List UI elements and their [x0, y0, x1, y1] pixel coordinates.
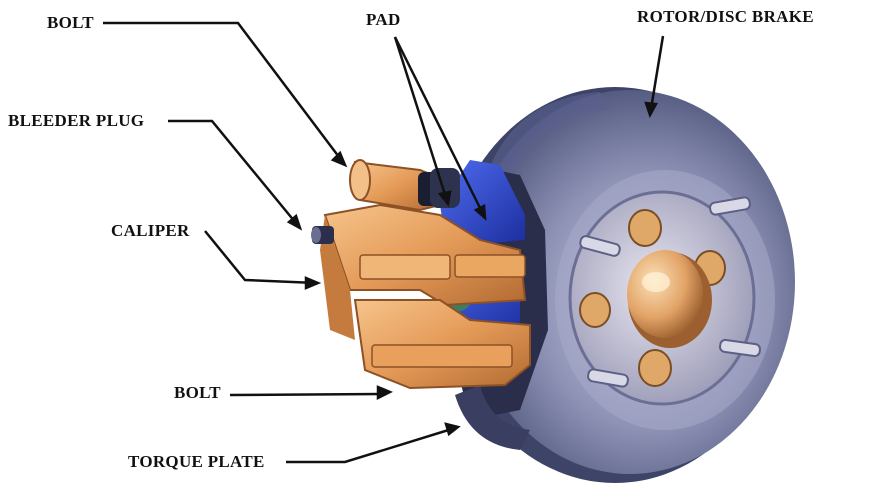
caliper: [320, 203, 531, 390]
leader-pad-1: [393, 36, 450, 205]
leader-lines: [103, 21, 665, 464]
leader-bolt-top: [103, 21, 346, 166]
leader-pad-2-arrow: [473, 204, 487, 222]
leader-caliper: [204, 230, 317, 285]
label-pad: PAD: [366, 10, 401, 29]
leader-pad-1-arrow: [437, 190, 452, 207]
hub: [568, 190, 761, 406]
label-bolt-bottom: BOLT: [174, 383, 221, 402]
leader-torque: [286, 426, 456, 464]
label-bolt-top: BOLT: [47, 13, 94, 32]
leader-pad-2: [393, 36, 487, 219]
leader-bolt-top-arrow: [330, 150, 348, 168]
leader-rotor-arrow: [644, 101, 658, 119]
leader-bolt-bottom: [229, 392, 387, 397]
lug-studs: [579, 196, 761, 388]
leader-bleeder-arrow: [286, 213, 303, 231]
label-caliper: CALIPER: [111, 221, 190, 240]
leader-bolt-bottom-arrow: [376, 385, 394, 401]
leader-torque-arrow: [444, 422, 461, 437]
leader-bleeder: [168, 119, 301, 229]
bleeder-plug: [311, 226, 334, 244]
center-cap: [627, 250, 712, 348]
guide-bolt: [349, 159, 460, 212]
leader-rotor: [648, 35, 665, 116]
leader-caliper-arrow: [304, 276, 322, 290]
label-rotor-disc-brake: ROTOR/DISC BRAKE: [637, 7, 814, 26]
label-bleeder-plug: BLEEDER PLUG: [8, 111, 145, 130]
label-torque-plate: TORQUE PLATE: [128, 452, 265, 471]
